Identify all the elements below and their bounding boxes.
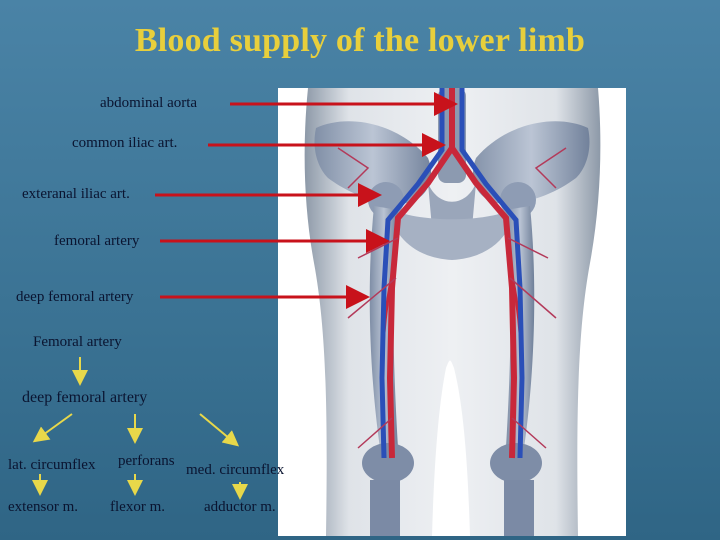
- muscle-adductor: adductor m.: [204, 499, 276, 516]
- tree-root-femoral-artery: Femoral artery: [33, 334, 122, 351]
- branch-lat-circumflex: lat. circumflex: [8, 457, 95, 474]
- pelvis-leg-anatomy-illustration: [278, 88, 626, 536]
- branch-perforans: perforans: [118, 453, 175, 470]
- muscle-extensor: extensor m.: [8, 499, 78, 516]
- muscle-flexor: flexor m.: [110, 499, 165, 516]
- label-femoral-artery: femoral artery: [54, 233, 139, 250]
- tree-deep-femoral-artery: deep femoral artery: [22, 389, 147, 407]
- label-deep-femoral-artery: deep femoral artery: [16, 289, 133, 306]
- slide-title: Blood supply of the lower limb: [0, 22, 720, 60]
- branch-med-circumflex: med. circumflex: [186, 462, 284, 479]
- label-external-iliac: exteranal iliac art.: [22, 186, 130, 203]
- label-abdominal-aorta: abdominal aorta: [100, 95, 197, 112]
- label-common-iliac: common iliac art.: [72, 135, 177, 152]
